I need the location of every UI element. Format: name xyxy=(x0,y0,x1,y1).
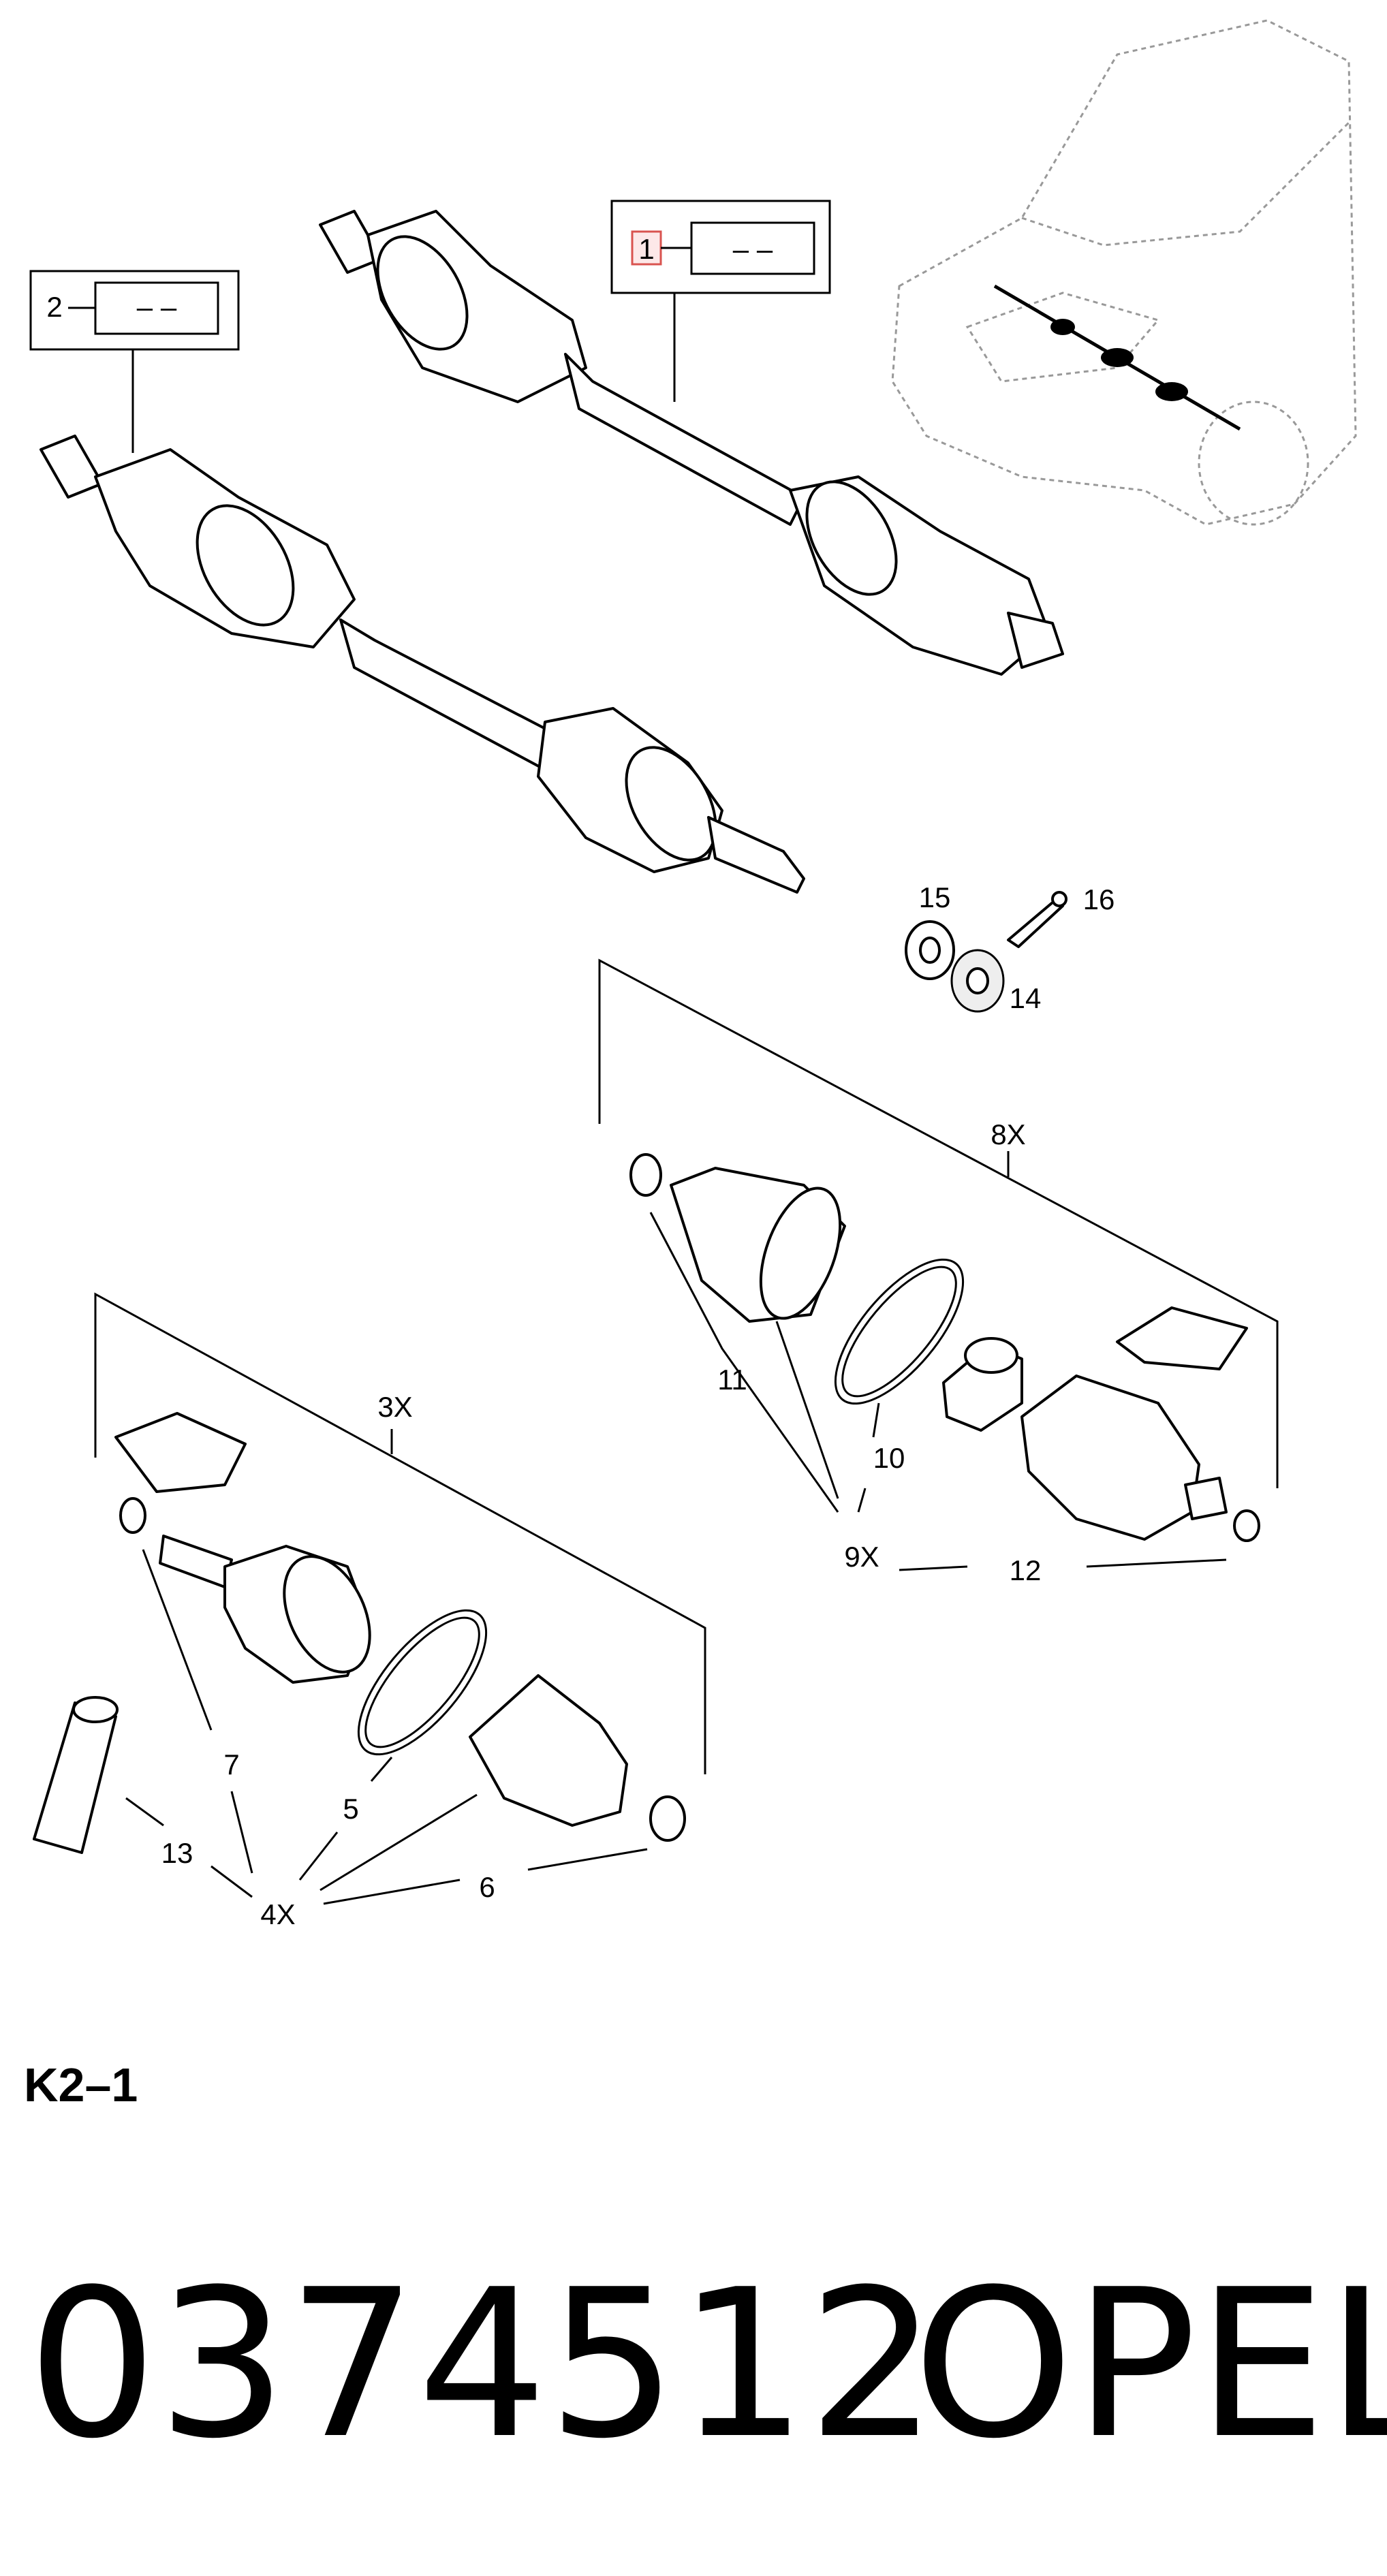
ref-box-2: 2 – – xyxy=(29,270,240,453)
vehicle-outline-illustration xyxy=(891,19,1357,526)
ref-box-2-number: 2 xyxy=(46,291,62,323)
ref-box-1-number: 1 xyxy=(638,233,654,265)
callout-9x: 9X xyxy=(844,1541,879,1573)
drive-shaft-upper xyxy=(319,210,1064,676)
section-code: K2–1 xyxy=(24,2058,138,2111)
kit-3x-group: 3X 7 5 13 4X 6 xyxy=(33,1292,706,1930)
callout-5: 5 xyxy=(343,1793,358,1825)
callout-7: 7 xyxy=(223,1748,239,1780)
callout-8x: 8X xyxy=(991,1118,1025,1150)
part-number: 0374512 xyxy=(27,2246,937,2483)
callout-4x: 4X xyxy=(260,1898,295,1930)
callout-11: 11 xyxy=(717,1364,747,1396)
callout-15: 15 xyxy=(919,881,951,913)
callout-12: 12 xyxy=(1010,1554,1042,1586)
callout-3x: 3X xyxy=(377,1391,412,1423)
ref-box-1: 1 – – xyxy=(610,200,831,402)
callout-13: 13 xyxy=(161,1837,193,1869)
ref-box-2-value: – – xyxy=(137,291,177,323)
callout-10: 10 xyxy=(873,1442,905,1474)
callout-14: 14 xyxy=(1010,982,1042,1014)
callout-6: 6 xyxy=(479,1871,495,1903)
drive-shaft-lower xyxy=(40,435,805,894)
hub-nut-parts: 15 16 14 xyxy=(905,881,1115,1014)
ref-box-1-value: – – xyxy=(733,233,773,265)
kit-8x-group: 8X 11 10 9X 12 xyxy=(598,958,1279,1586)
callout-16: 16 xyxy=(1083,883,1115,915)
brand-name: OPEL xyxy=(913,2246,1387,2483)
